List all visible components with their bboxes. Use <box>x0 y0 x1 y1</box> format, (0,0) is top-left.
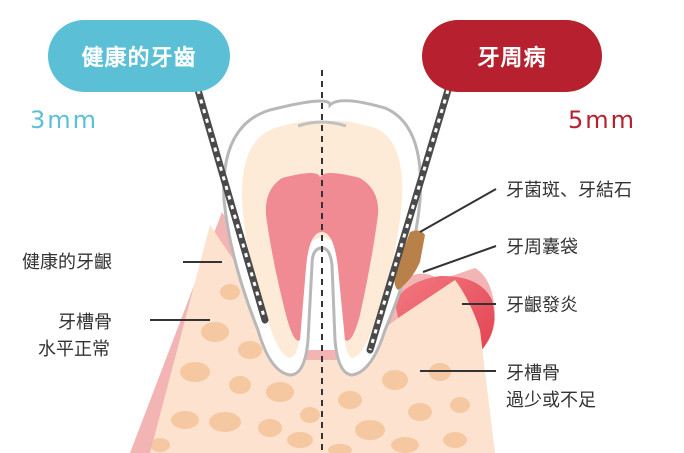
probe-right <box>366 86 452 354</box>
disease-depth: 5mm <box>568 106 637 134</box>
label-healthy-gum: 健康的牙齦 <box>22 252 112 273</box>
pulp <box>265 173 379 341</box>
healthy-tooth-title: 健康的牙齒 <box>48 20 230 92</box>
label-disease-bone: 牙槽骨 過少或不足 <box>506 363 596 411</box>
label-healthy-bone: 牙槽骨 水平正常 <box>38 312 112 360</box>
healthy-depth: 3mm <box>30 106 99 134</box>
label-gum-inflammation: 牙齦發炎 <box>506 295 578 316</box>
alveolar-bone <box>150 225 495 453</box>
plaque-deposit <box>394 230 425 290</box>
periodontal-disease-title: 牙周病 <box>422 20 602 92</box>
enamel-line <box>297 120 347 128</box>
label-plaque: 牙菌斑、牙結石 <box>506 180 632 201</box>
leader-lines <box>150 188 497 372</box>
label-pocket: 牙周囊袋 <box>506 237 578 258</box>
probe-left <box>194 86 269 324</box>
